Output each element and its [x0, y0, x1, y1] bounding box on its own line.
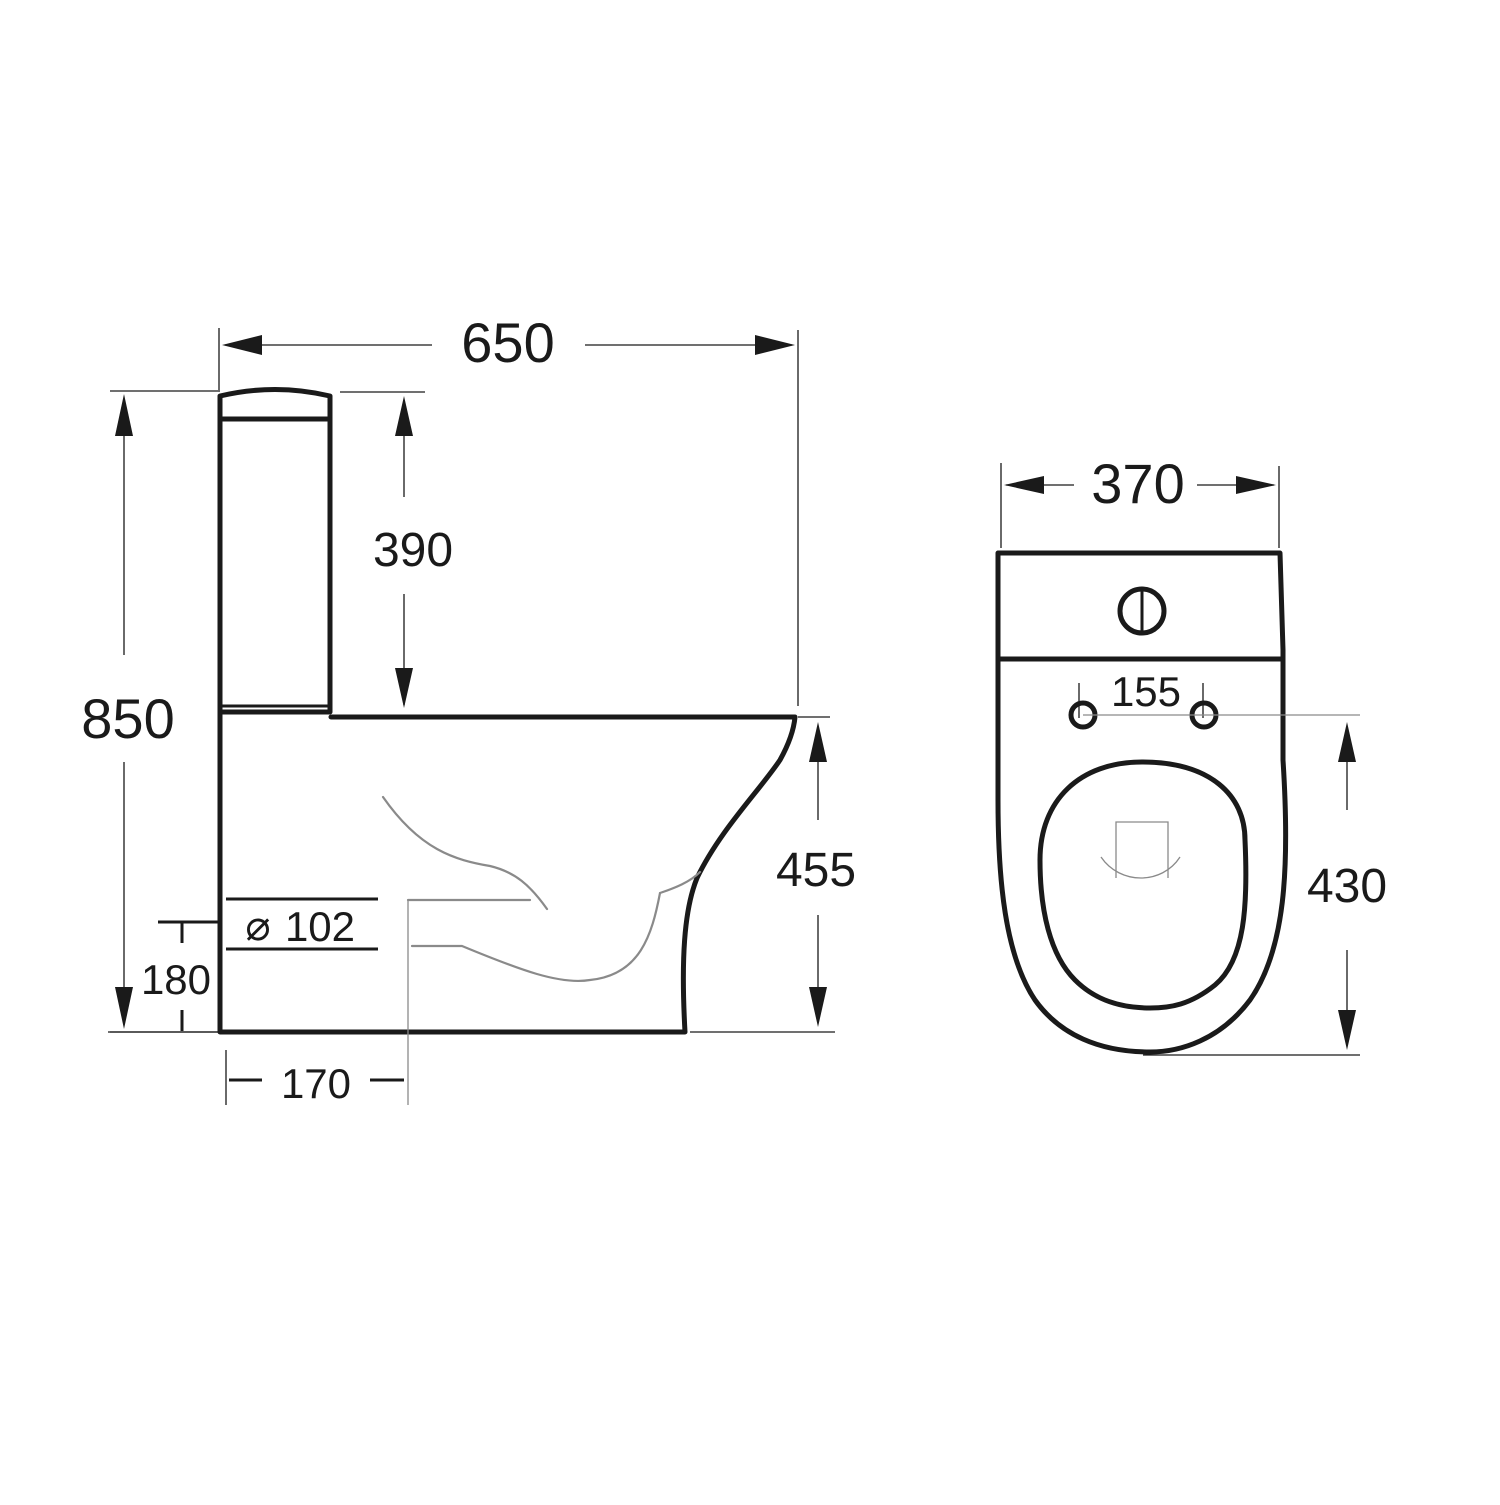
dimension-cistern-height: 390 [340, 391, 453, 708]
dimension-fixing-to-front: 430 [1143, 722, 1387, 1056]
overall-length-label: 650 [461, 311, 554, 374]
pan-height-label: 455 [776, 844, 856, 897]
trap-hidden-lines [381, 795, 702, 1105]
trap-outlet-hidden [1100, 821, 1181, 879]
outlet-height-label: 180 [141, 956, 211, 1003]
side-view: 650 850 390 455 [81, 311, 856, 1107]
fixing-spacing-label: 155 [1111, 668, 1181, 715]
cistern-height-label: 390 [373, 524, 453, 577]
toilet-top-outline [995, 550, 1289, 1055]
dimension-outlet-offset: 170 [225, 1050, 404, 1107]
cistern-outline [217, 387, 333, 715]
dimension-outlet-height: 180 [141, 920, 219, 1031]
top-view: 155 370 430 [995, 452, 1387, 1056]
dimension-overall-length: 650 [218, 311, 799, 706]
outlet-offset-label: 170 [281, 1060, 351, 1107]
dimension-overall-height: 850 [81, 390, 218, 1033]
diameter-symbol: ⌀ [245, 902, 270, 949]
outlet-diameter-label: 102 [285, 903, 355, 950]
dimension-pan-height: 455 [690, 716, 856, 1033]
overall-height-label: 850 [81, 687, 174, 750]
dimension-overall-width: 370 [1000, 452, 1280, 548]
dimension-outlet-diameter: ⌀ 102 [226, 897, 378, 951]
seat-fixing-holes: 155 [1068, 668, 1360, 730]
fixing-to-front-label: 430 [1307, 860, 1387, 913]
bowl-opening [1037, 759, 1249, 1011]
dual-flush-button-icon [1117, 586, 1167, 636]
overall-width-label: 370 [1091, 452, 1184, 515]
pan-outline [217, 697, 798, 1035]
